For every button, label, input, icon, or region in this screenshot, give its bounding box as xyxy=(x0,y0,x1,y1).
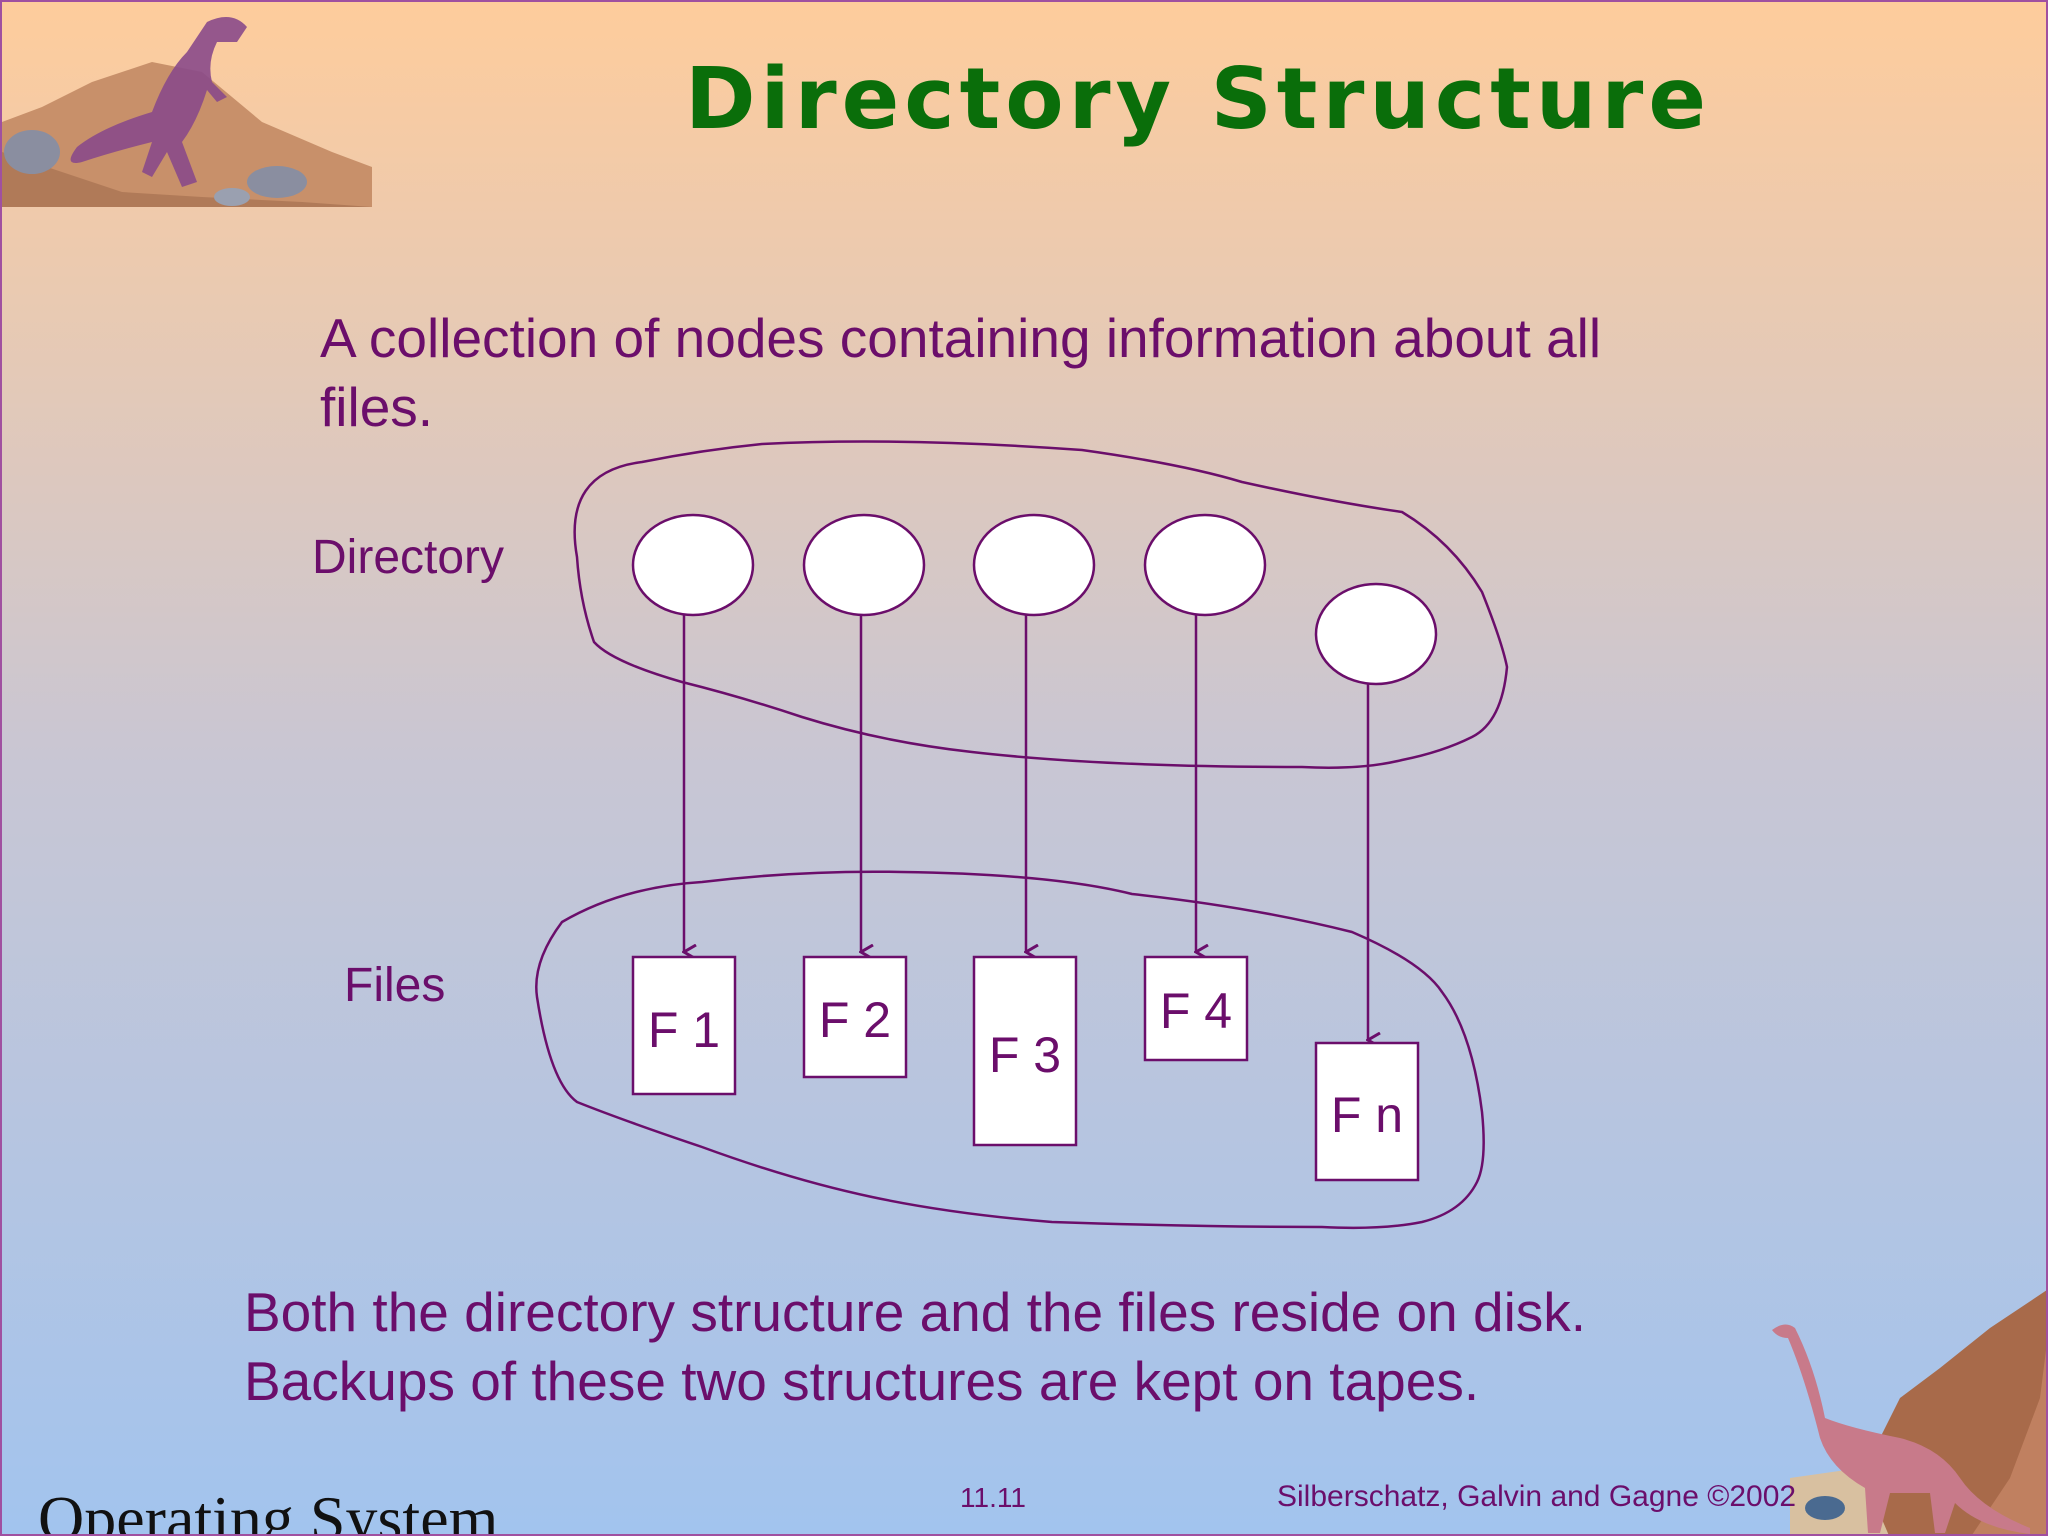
file-label-f3: F 3 xyxy=(989,1027,1061,1083)
directory-node xyxy=(972,513,1096,617)
bottom-text: Both the directory structure and the fil… xyxy=(244,1278,1586,1416)
directory-node xyxy=(1143,513,1267,617)
trex-decoration xyxy=(2,17,372,207)
directory-node xyxy=(631,513,755,617)
file-label-f4: F 4 xyxy=(1160,983,1232,1039)
page-number: 11.11 xyxy=(960,1482,1026,1513)
footer-course: Operating System xyxy=(38,1483,499,1536)
slide-title: Directory Structure xyxy=(685,50,1711,149)
file-box-f1 xyxy=(631,955,737,1096)
directory-outline xyxy=(573,440,1509,769)
file-label-f2: F 2 xyxy=(819,992,891,1048)
directory-node xyxy=(1314,582,1438,686)
directory-label: Directory xyxy=(312,531,505,584)
file-box-f2 xyxy=(802,955,908,1079)
directory-node xyxy=(802,513,926,617)
file-box-fn xyxy=(1314,1041,1420,1182)
bottom-line-2: Backups of these two structures are kept… xyxy=(244,1350,1480,1412)
file-box-f4 xyxy=(1143,955,1249,1062)
footer-credit: Silberschatz, Galvin and Gagne ©2002 xyxy=(1277,1480,1797,1513)
files-label: Files xyxy=(344,959,446,1012)
brontosaurus-decoration xyxy=(1772,1290,2046,1534)
file-box-f3 xyxy=(972,955,1078,1147)
file-label-f1: F 1 xyxy=(648,1002,720,1058)
files-outline xyxy=(535,870,1485,1230)
bottom-line-1: Both the directory structure and the fil… xyxy=(244,1281,1587,1343)
file-label-fn: F n xyxy=(1331,1087,1403,1143)
intro-text: A collection of nodes containing informa… xyxy=(320,307,1602,438)
